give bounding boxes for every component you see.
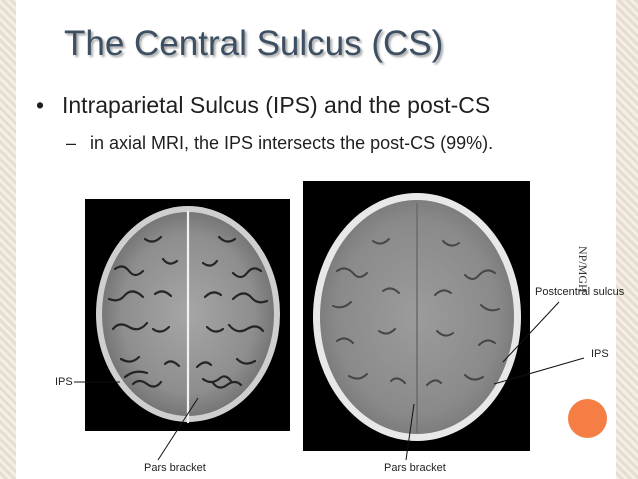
mri-image-right [303,181,530,451]
slide-title: The Central Sulcus (CS) [64,24,444,63]
mri-image-left [85,199,290,431]
bullet-text: Intraparietal Sulcus (IPS) and the post-… [62,92,491,118]
label-postcentral-sulcus: Postcentral sulcus [535,286,625,298]
label-pars-bracket-left: Pars bracket [144,462,206,474]
decorative-orange-circle [568,399,607,438]
label-pars-bracket-right: Pars bracket [384,462,446,474]
sub-bullet-text: in axial MRI, the IPS intersects the pos… [90,133,494,153]
watermark: NP/MGH [576,246,590,293]
sub-bullet-marker: – [66,133,77,153]
decorative-border-left [0,0,16,479]
bullet-point: • Intraparietal Sulcus (IPS) and the post… [36,92,490,119]
decorative-border-right [616,0,638,479]
label-ips-right: IPS [591,348,609,360]
mri-brain-axial-left [85,199,290,431]
mri-brain-axial-right [303,181,530,451]
sub-bullet-point: –in axial MRI, the IPS intersects the po… [66,133,493,154]
bullet-marker: • [36,92,45,118]
label-ips-left: IPS [55,376,73,388]
